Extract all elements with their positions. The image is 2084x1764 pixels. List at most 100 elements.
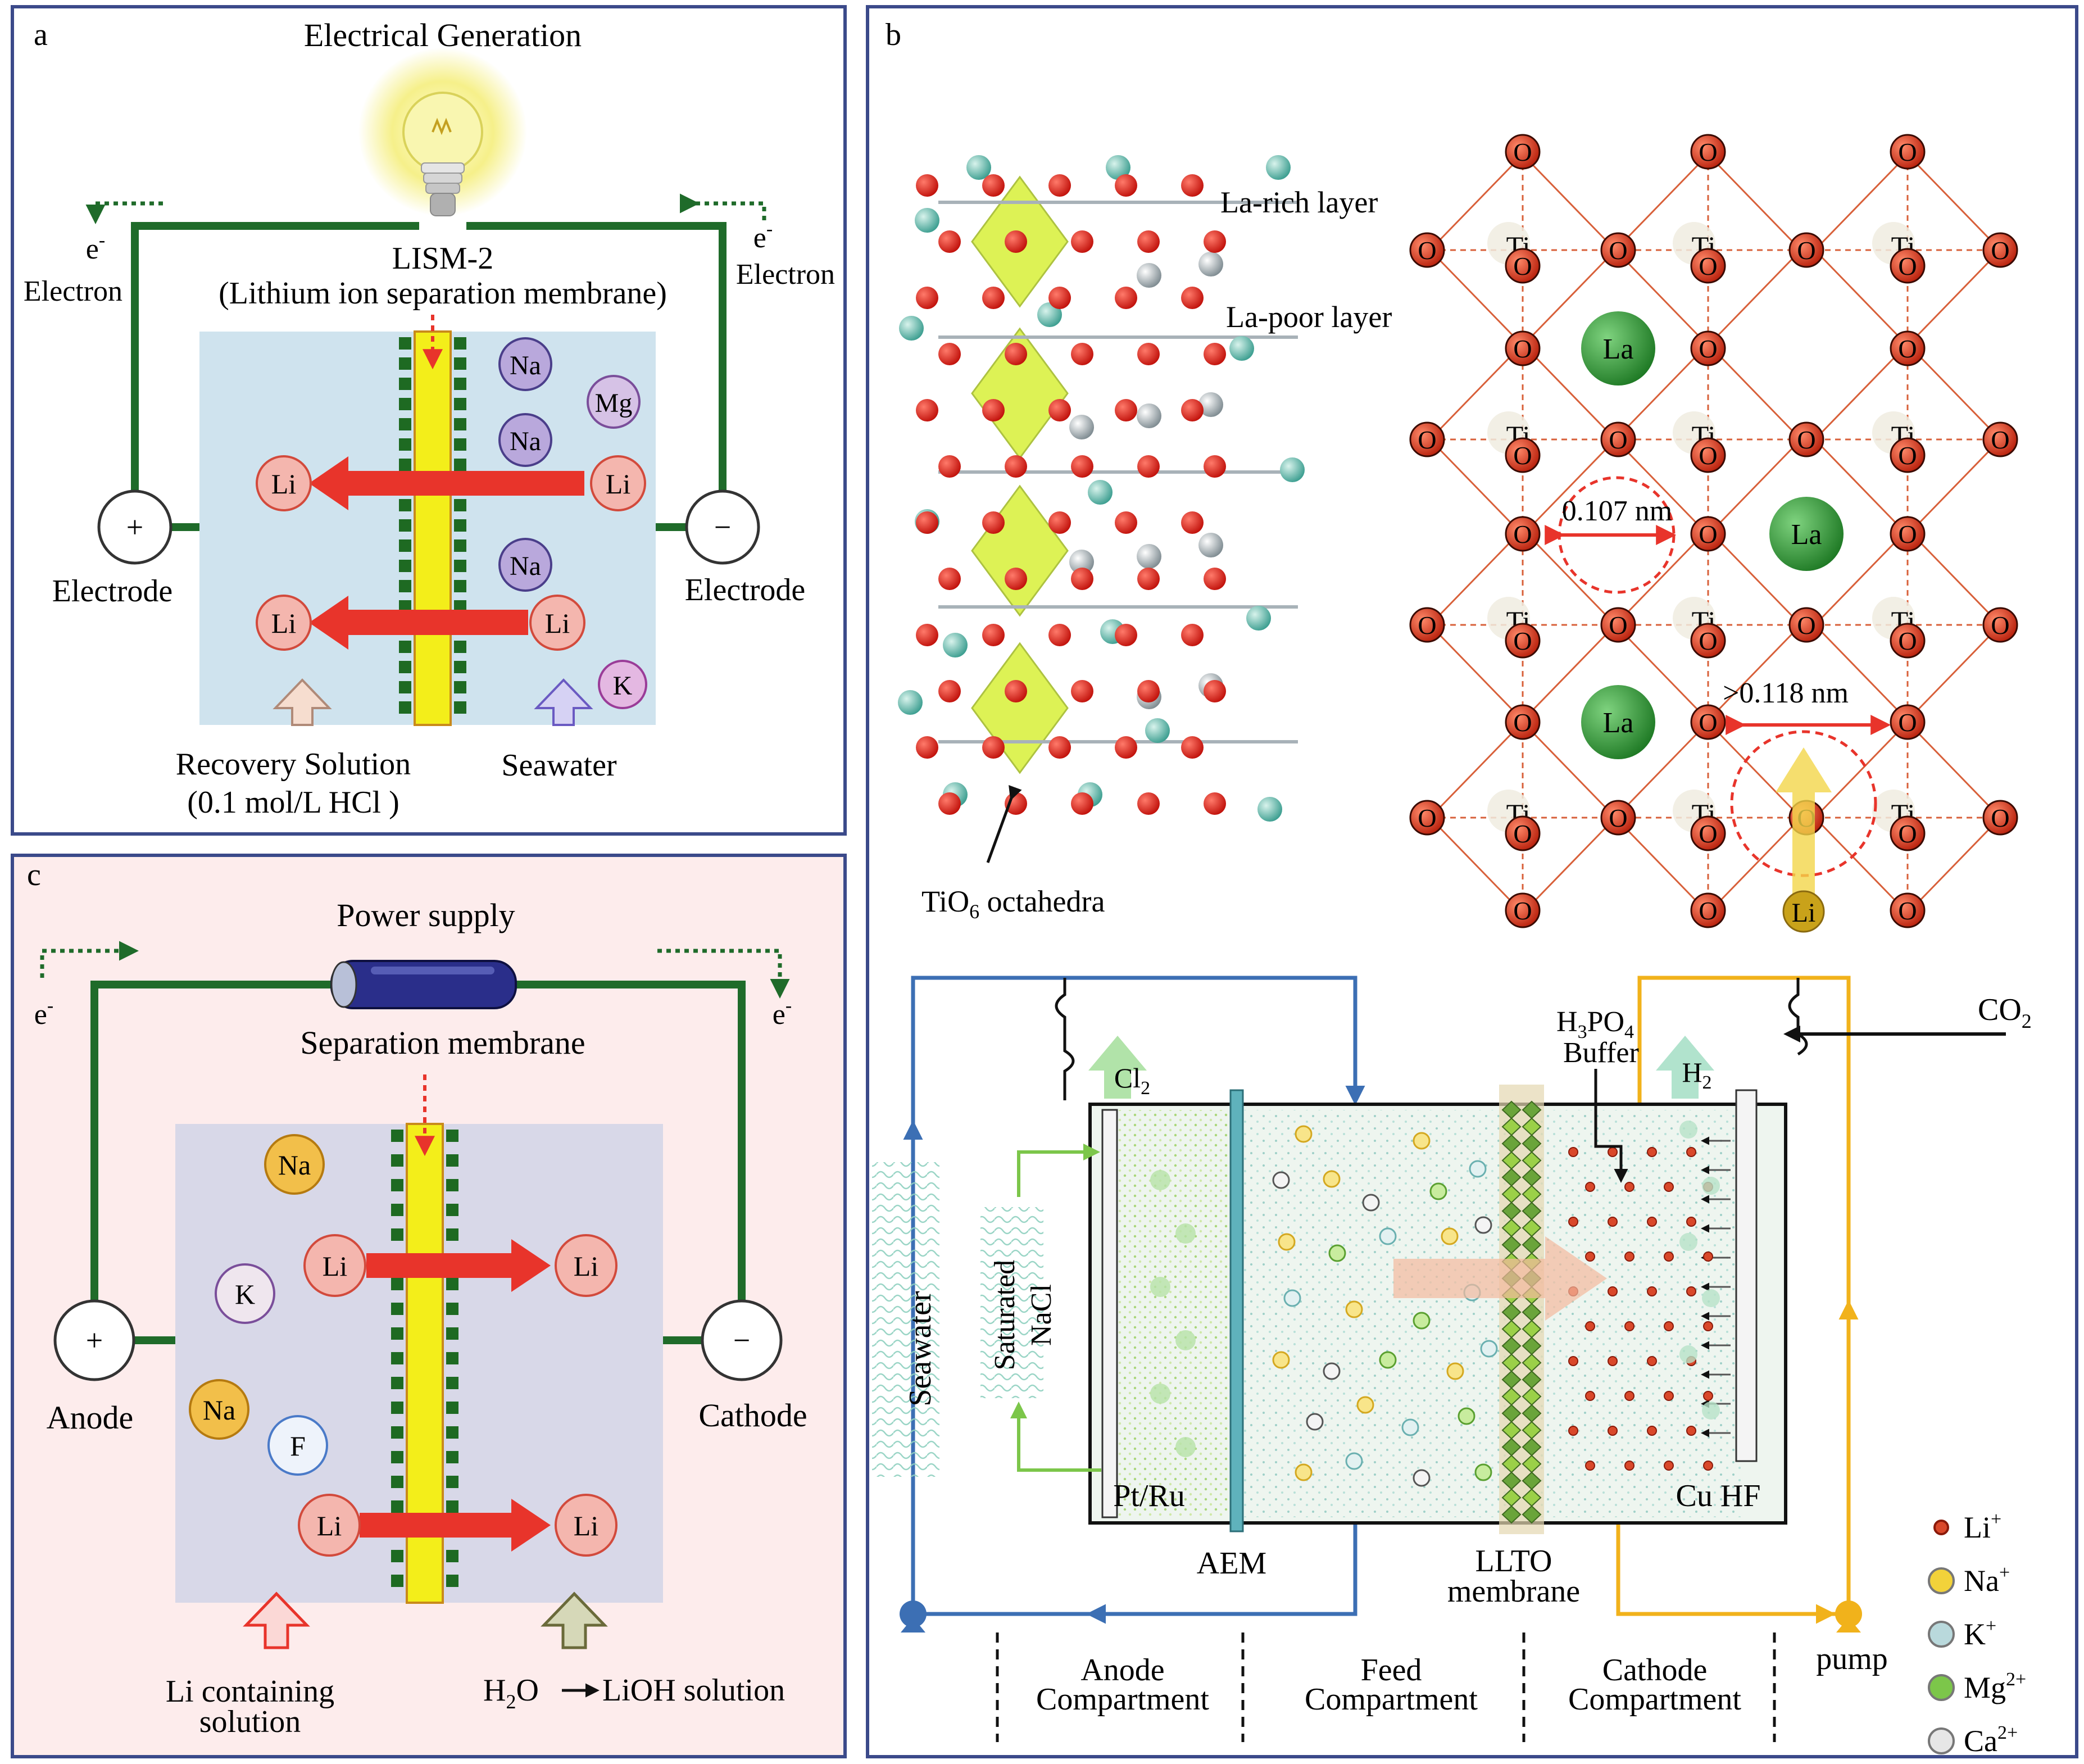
membrane-stud [391,1575,403,1587]
membrane-stud [454,560,466,572]
aem-membrane [1229,1089,1244,1532]
titanium-atom [1198,252,1223,276]
membrane-stud [454,438,466,451]
oxygen-atom [1409,421,1445,457]
membrane-stud [399,600,411,613]
pt-ru-label: Pt/Ru [1113,1479,1185,1513]
membrane-stud [399,661,411,673]
oxygen-atom [1505,134,1541,170]
llto-membrane [1501,1100,1542,1524]
membrane-stud [391,1500,403,1513]
membrane-stud [446,1204,458,1216]
ion-ca [1306,1413,1324,1431]
membrane-stud [454,701,466,714]
legend-swatch-k [1928,1621,1955,1648]
svg-text:+: + [86,1323,103,1357]
positive-electrode-anode: + [53,1299,135,1381]
oxygen-label: O [1991,804,2009,832]
legend-swatch-ca [1928,1727,1955,1754]
oxygen-atom [1048,511,1071,534]
oxygen-label: O [1513,441,1532,470]
lanthanum-label: La [1603,333,1634,365]
oxygen-atom [1181,624,1204,646]
svg-text:K: K [235,1278,255,1310]
membrane-stud [454,681,466,693]
anode-label: Anode [47,1399,134,1436]
chlorine-bubble [1150,1277,1170,1297]
oxygen-atom [1788,232,1824,268]
membrane-stud [391,1303,403,1315]
lanthanum-atom [915,208,939,233]
oxygen-atom [916,174,938,197]
membrane-stud [399,438,411,451]
ion-li [1585,1461,1595,1471]
membrane-stud [399,357,411,370]
feed-compartment-label-2: Compartment [1305,1682,1478,1717]
oxygen-atom [1409,232,1445,268]
oxygen-atom [1204,792,1226,815]
membrane-stud [391,1451,403,1463]
ion-li [1585,1251,1595,1262]
svg-text:Na: Na [278,1149,311,1181]
oxygen-atom [1137,343,1160,365]
recirculation-loop-cathode [1616,976,1859,1624]
recovery-solution-label: Recovery Solution [176,747,411,782]
oxygen-atom [1505,437,1541,473]
ion-na [1345,1300,1363,1318]
panel-a-title: Electrical Generation [304,17,582,53]
membrane-stud [391,1278,403,1290]
svg-text:Li: Li [1792,898,1816,928]
cu-hollow-fiber [1735,1089,1758,1462]
oxygen-atom [982,399,1005,421]
pump-icon-anode [900,1600,927,1633]
ion-na [1323,1170,1341,1188]
oxygen-label: O [1797,611,1815,640]
oxygen-atom [1982,421,2018,457]
membrane-stud [399,499,411,511]
electron-flow-arrows [85,193,766,224]
ion-na [1356,1396,1374,1414]
oxygen-atom [1690,330,1726,366]
oxygen-label: O [1513,520,1532,548]
ion-li [1664,1391,1674,1401]
oxygen-label: O [1797,425,1815,454]
svg-text:Na: Na [203,1394,235,1426]
oxygen-label: O [1513,334,1532,363]
svg-text:Li: Li [545,607,570,639]
ion-li [1608,1147,1618,1157]
oxygen-atom [916,287,938,309]
ion-ca [1323,1362,1341,1380]
oxygen-atom [1690,892,1726,928]
oxygen-atom [1690,704,1726,740]
ion-na: Na [189,1379,249,1440]
panel-c: c Power supply e- e- Separation membrane [11,854,847,1758]
ion-li [1624,1321,1634,1331]
svg-text:>0.118 nm: >0.118 nm [1723,677,1849,709]
electron-symbol-left: e- [34,995,53,1031]
compartment-dividers [996,1633,1776,1742]
ion-li: Li [256,455,312,511]
oxygen-atom [1137,230,1160,253]
saturated-nacl-stream [980,1207,1043,1398]
seawater-inflow-arrow [534,678,593,726]
svg-text:Li: Li [323,1250,347,1282]
ion-mg [1328,1244,1346,1262]
lanthanum-atom [1266,155,1291,180]
oxygen-label: O [1699,819,1717,848]
membrane-stud [391,1377,403,1389]
anode-compartment-label-1: Anode [1080,1653,1164,1688]
oxygen-atom [1505,892,1541,928]
ion-li [1624,1461,1634,1471]
ion-li [1664,1461,1674,1471]
membrane-stud [399,519,411,532]
membrane-stud [446,1352,458,1364]
ion-li [1585,1182,1595,1192]
lithium-transport-arrows [309,456,584,650]
titanium-atom [1198,533,1223,557]
electron-symbol-left: e- [86,230,105,265]
ion-li [1624,1251,1634,1262]
oxygen-atom [1788,421,1824,457]
oxygen-atom [1137,568,1160,590]
membrane-stud [399,459,411,471]
oxygen-atom [1600,232,1636,268]
